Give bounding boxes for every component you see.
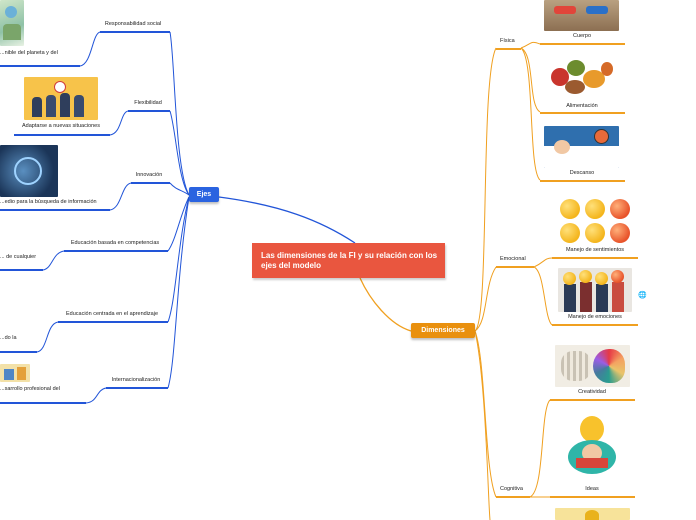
team-image	[24, 77, 98, 120]
ejes-node[interactable]: Ejes	[189, 187, 219, 202]
leaf-competencias: ... de cualquier	[0, 254, 37, 260]
globe-icon[interactable]: 🌐	[638, 292, 647, 299]
ejes-branches	[36, 31, 190, 404]
innovation-image	[0, 145, 58, 197]
eje-innovacion[interactable]: Innovación	[135, 172, 163, 178]
eje-educacion-aprendizaje[interactable]: Educación centrada en el aprendizaje	[65, 311, 159, 317]
leaf-alimentacion: Alimentación	[566, 103, 598, 109]
leaf-cuerpo: Cuerpo	[572, 33, 592, 39]
dimensiones-node[interactable]: Dimensiones	[411, 323, 475, 338]
cognitiva-extra-image	[555, 508, 630, 520]
alimentacion-image	[545, 54, 619, 101]
dim-fisica[interactable]: Física	[500, 38, 515, 44]
leaf-responsabilidad: ...nible del planeta y del	[0, 50, 58, 56]
creatividad-image	[555, 345, 630, 387]
leaf-flexibilidad: Adaptarse a nuevas situaciones	[22, 123, 100, 129]
eje-educacion-competencias[interactable]: Educación basada en competencias	[70, 240, 160, 246]
leaf-internacionalizacion: ...sarrollo profesional del	[0, 386, 60, 392]
sentimientos-image	[556, 195, 632, 245]
leaf-descanso: Descanso	[569, 170, 595, 176]
link-central-dimensiones	[359, 277, 412, 332]
dim-emocional[interactable]: Emocional	[500, 256, 526, 262]
leaf-manejo-emociones: Manejo de emociones	[568, 314, 622, 320]
eje-internacionalizacion[interactable]: Internacionalización	[111, 377, 161, 383]
leaf-aprendizaje: ...do la	[0, 335, 17, 341]
eje-flexibilidad[interactable]: Flexibilidad	[134, 100, 162, 106]
central-topic[interactable]: Las dimensiones de la FI y su relación c…	[252, 243, 445, 278]
emociones-image	[558, 268, 632, 312]
planet-image	[0, 0, 24, 46]
ideas-image	[562, 414, 622, 484]
internationalization-image	[0, 364, 30, 382]
eje-responsabilidad-social[interactable]: Responsabilidad social	[104, 21, 162, 27]
leaf-ideas: Ideas	[585, 486, 599, 492]
leaf-innovacion: ...edio para la búsqueda de información	[0, 199, 97, 205]
link-central-ejes	[218, 196, 356, 244]
dimensiones-branches	[474, 41, 553, 520]
dim-cognitiva[interactable]: Cognitiva	[500, 486, 523, 492]
leaf-manejo-sentimientos: Manejo de sentimientos	[565, 247, 625, 253]
cuerpo-image	[544, 0, 619, 31]
leaf-creatividad: Creatividad	[578, 389, 606, 395]
descanso-image	[544, 126, 619, 168]
